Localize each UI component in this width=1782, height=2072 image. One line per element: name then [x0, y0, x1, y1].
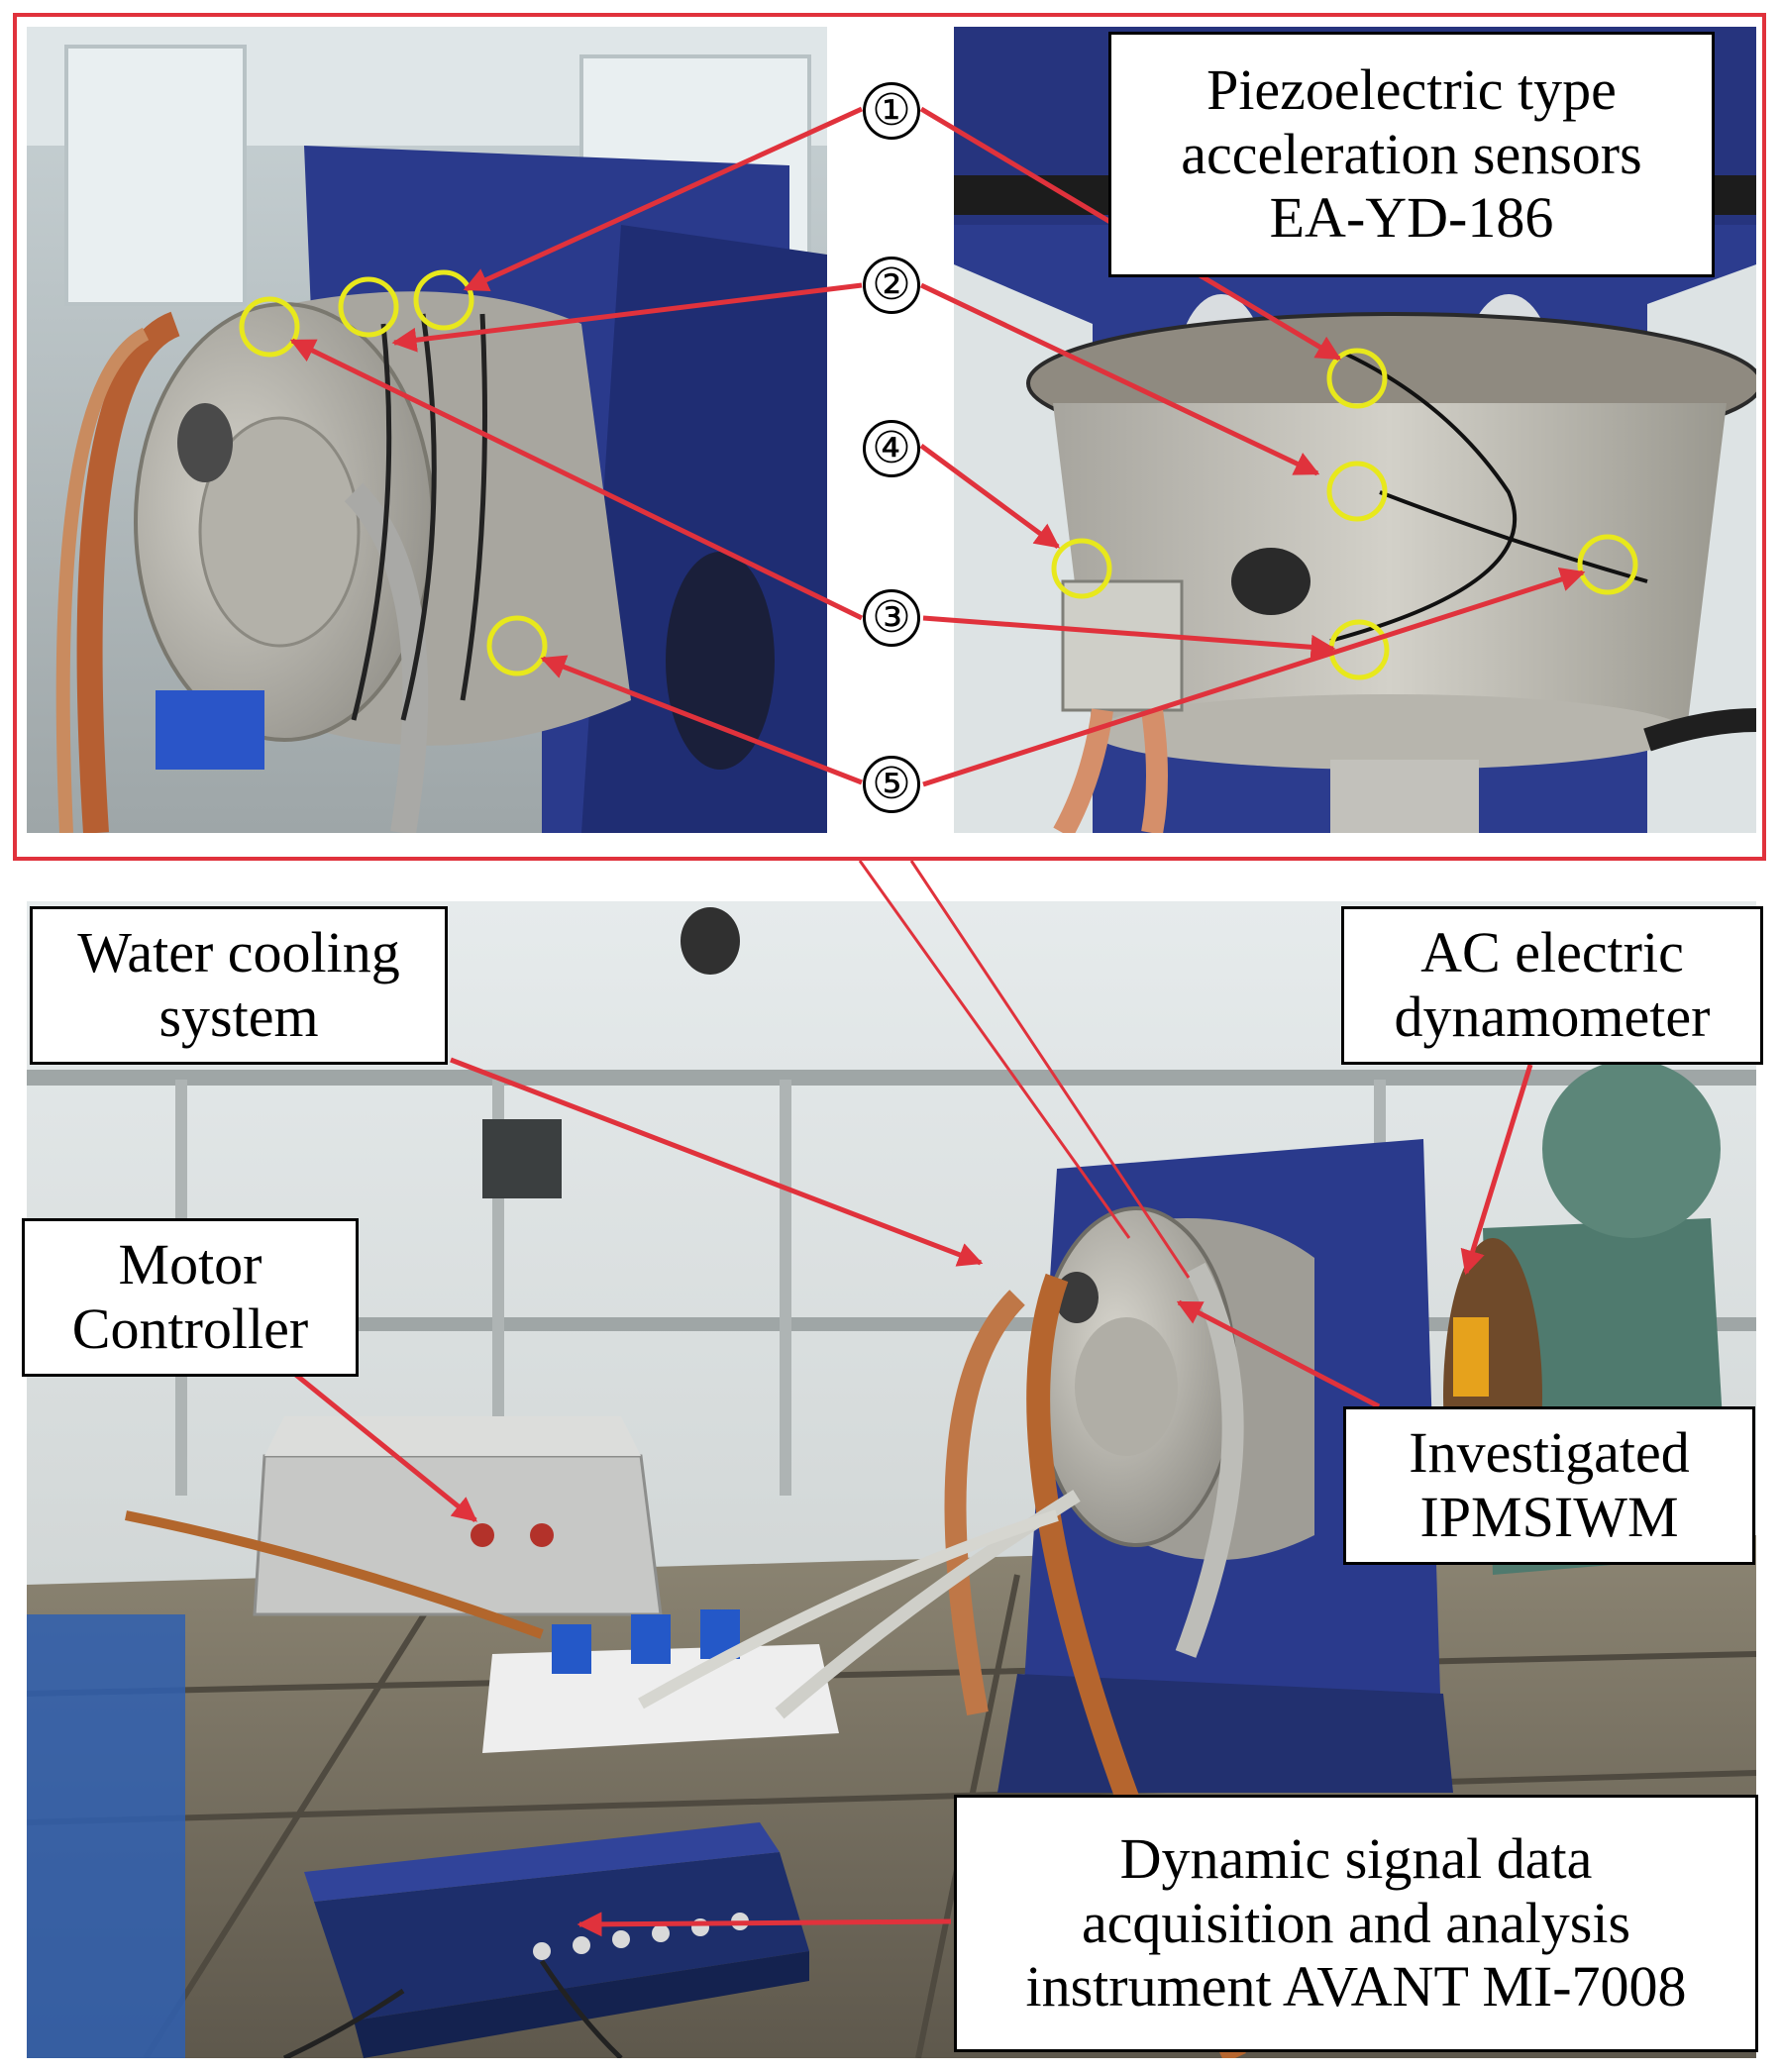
sensor-circle-left-2 — [338, 276, 399, 338]
label-sensors-line-3: EA-YD-186 — [1269, 185, 1554, 251]
label-dynamic-signal-daq: Dynamic signal data acquisition and anal… — [954, 1795, 1758, 2052]
arrow-2-left — [391, 282, 863, 353]
arrow-motor — [1176, 1299, 1381, 1409]
sensor-circles — [239, 269, 1638, 680]
arrow-dynamometer — [1460, 1064, 1533, 1276]
label-daq-line-3: instrument AVANT MI-7008 — [1025, 1954, 1687, 2020]
label-motor-line-2: IPMSIWM — [1419, 1485, 1679, 1549]
label-investigated-ipmsiwm: Investigated IPMSIWM — [1343, 1406, 1755, 1565]
arrow-4 — [919, 443, 1061, 550]
sensor-circle-left-3 — [239, 296, 300, 358]
arrow-1-left — [463, 106, 864, 292]
label-controller-line-2: Controller — [71, 1296, 309, 1361]
sensor-circle-left-5 — [486, 615, 548, 676]
arrow-controller — [290, 1370, 477, 1522]
sensor-marker-5: ⑤ — [863, 756, 920, 813]
arrow-5-left — [540, 655, 863, 785]
arrow-daq — [577, 1912, 952, 1937]
inset-frame — [13, 13, 1766, 861]
label-ac-electric-dynamometer: AC electric dynamometer — [1341, 906, 1763, 1065]
main-photo-test-bench — [27, 901, 1756, 2058]
label-controller-line-1: Motor — [118, 1232, 262, 1297]
sensor-marker-3: ③ — [863, 589, 920, 647]
sensor-circle-right-5 — [1577, 534, 1638, 595]
label-sensors-line-2: acceleration sensors — [1181, 121, 1642, 186]
label-daq-line-2: acquisition and analysis — [1081, 1890, 1631, 1955]
sensor-circle-left-1 — [413, 269, 474, 331]
arrow-water-cooling — [450, 1057, 984, 1267]
label-daq-line-1: Dynamic signal data — [1119, 1825, 1593, 1891]
sensor-marker-4: ④ — [863, 420, 920, 477]
label-dynamometer-line-2: dynamometer — [1394, 984, 1711, 1049]
sensor-circle-right-1 — [1326, 348, 1388, 409]
sensor-circle-right-4 — [1051, 538, 1112, 599]
label-acceleration-sensors: Piezoelectric type acceleration sensors … — [1108, 32, 1715, 277]
sensor-marker-1: ① — [863, 82, 920, 140]
label-dynamometer-line-1: AC electric — [1420, 920, 1684, 985]
inset-connector-lines — [858, 860, 1191, 1279]
inset-photo-left — [27, 27, 827, 833]
label-sensors-line-1: Piezoelectric type — [1206, 56, 1617, 122]
arrow-5-right — [922, 567, 1586, 787]
label-water-cooling-line-2: system — [158, 984, 319, 1049]
label-motor-controller: Motor Controller — [22, 1218, 359, 1377]
arrow-3-right — [922, 615, 1336, 660]
label-water-cooling-line-1: Water cooling — [77, 920, 400, 985]
sensor-circle-right-2 — [1326, 461, 1388, 522]
arrow-2-right — [919, 282, 1320, 476]
label-water-cooling-system: Water cooling system — [30, 906, 448, 1065]
sensor-marker-2: ② — [863, 257, 920, 314]
label-motor-line-1: Investigated — [1409, 1420, 1690, 1486]
arrow-3-left — [289, 338, 864, 621]
